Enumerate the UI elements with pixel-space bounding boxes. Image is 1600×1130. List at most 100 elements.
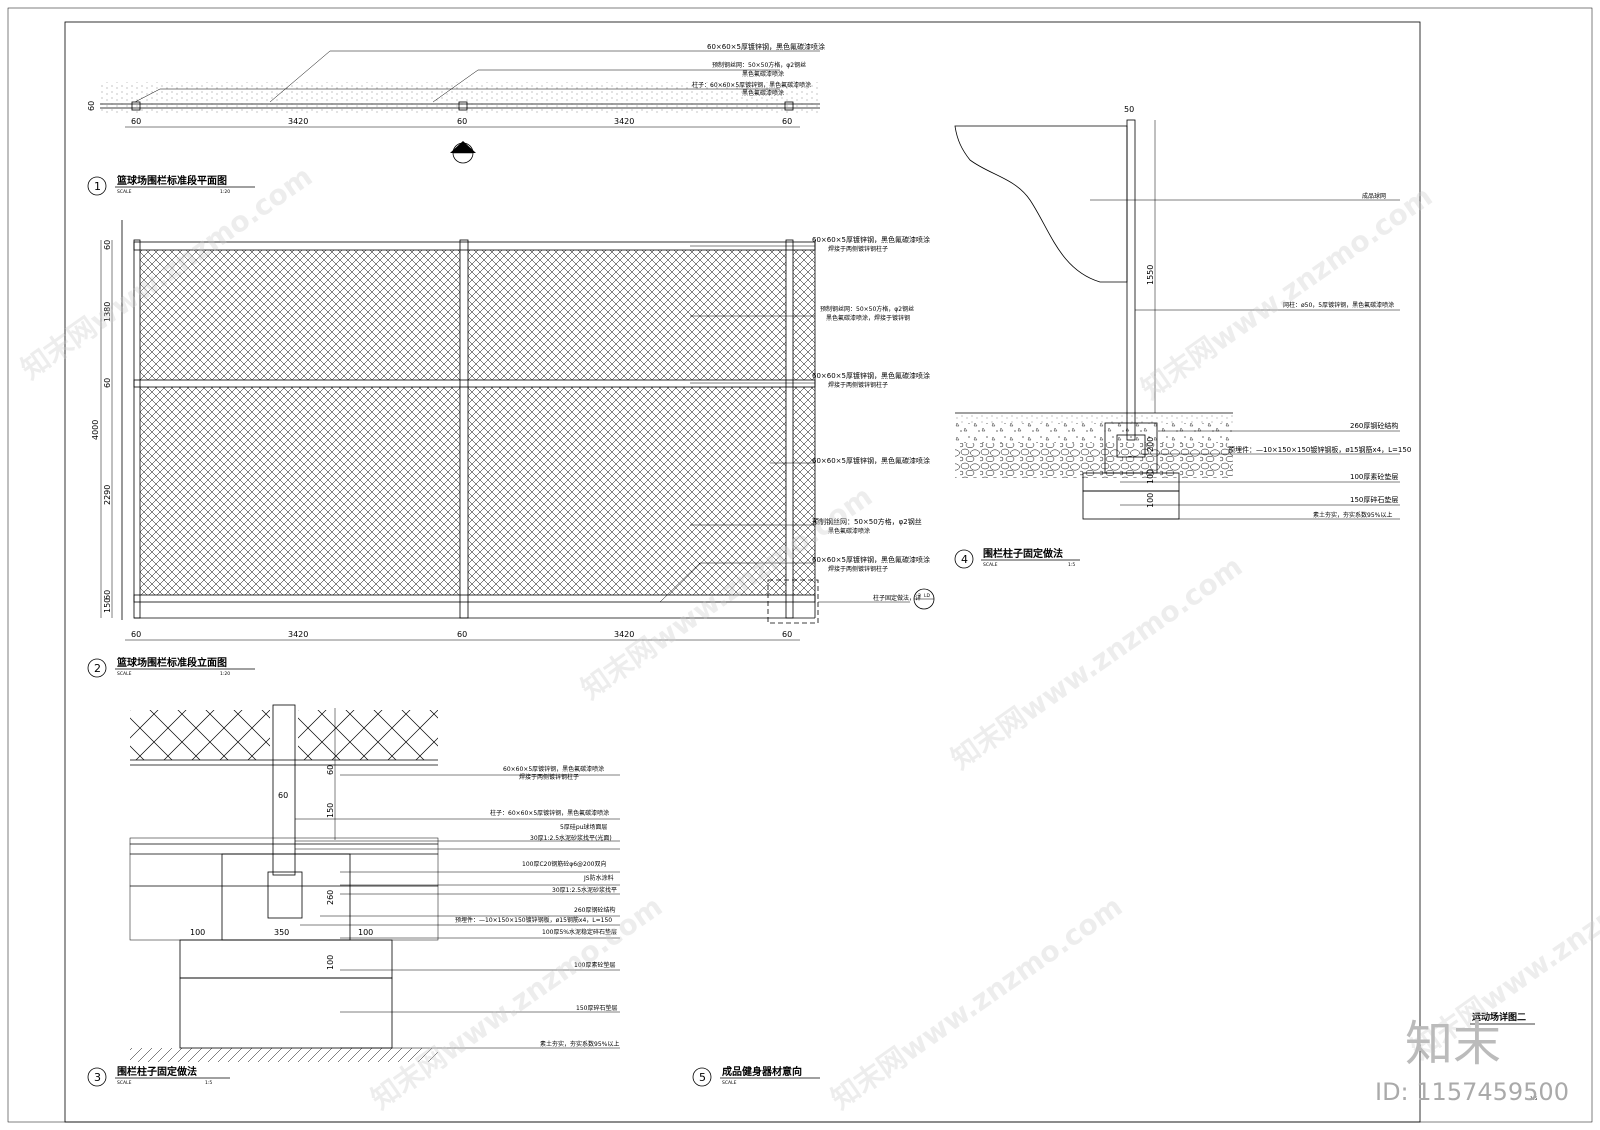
elevation-title-number: 2 bbox=[94, 662, 101, 675]
detail5-view: 5 成品健身器材意向 SCALE bbox=[692, 1065, 820, 1087]
sheet-inner-frame bbox=[64, 21, 1421, 1123]
detail3-title: 围栏柱子固定做法 bbox=[117, 1065, 197, 1078]
elevation-detail-marker: 3 LD bbox=[913, 588, 935, 610]
detail3-annotation-11: 100厚素砼垫层 bbox=[574, 961, 615, 969]
elevation-annotation-5-line-1: 焊接于两侧镀锌钢柱子 bbox=[828, 565, 888, 573]
plan-dim-4: 60 bbox=[782, 117, 792, 126]
plan-section-marker: 3 LD bbox=[450, 141, 476, 164]
detail4-annotation-2: 260厚钢砼结构 bbox=[1350, 421, 1398, 430]
detail3-annotation-4: 30厚1:2.5水泥砂浆找平(光面) bbox=[530, 834, 612, 842]
elevation-left-dim-5: 60 bbox=[103, 590, 112, 600]
plan-view: 60 60×60×5厚镀锌钢，黑色氟碳漆喷涂 预制钢丝网：50×50方格，φ2钢… bbox=[87, 42, 825, 196]
detail5-title-number: 5 bbox=[699, 1071, 706, 1084]
elevation-left-dim-2: 60 bbox=[103, 378, 112, 388]
detail3-annotation-6: JS防水涂料 bbox=[583, 874, 614, 882]
plan-side-dim: 60 bbox=[87, 101, 96, 111]
detail3-annotation-8: 260厚钢砼结构 bbox=[574, 906, 615, 914]
elevation-detail-note: 柱子固定做法，详 bbox=[873, 594, 921, 602]
elevation-annotation-0-line-1: 焊接于两侧镀锌钢柱子 bbox=[828, 245, 888, 253]
detail4-annotation-6: 素土夯实，夯实系数95%以上 bbox=[1313, 511, 1392, 519]
elevation-annotation-4-line-0: 预制钢丝网：50×50方格，φ2钢丝 bbox=[812, 517, 922, 526]
detail3-scale: 1:5 bbox=[205, 1080, 212, 1086]
elevation-total-height: 4000 bbox=[91, 420, 100, 440]
elevation-title: 篮球场围栏标准段立面图 bbox=[116, 656, 227, 669]
detail4-view: 成品球网 网柱：ø50，5厚镀锌钢，黑色氟碳漆喷涂 260厚钢砼结构 预埋件：—… bbox=[954, 105, 1411, 569]
detail4-dim-0: 50 bbox=[1124, 105, 1134, 114]
elevation-view: 柱子固定做法，详 3 LD 60×60×5厚镀锌钢，黑色氟碳漆喷涂 焊接于两侧镀… bbox=[87, 220, 935, 678]
elevation-title-number-circle bbox=[87, 658, 107, 678]
detail3-annotation-10: 100厚5%水泥稳定碎石垫层 bbox=[542, 928, 617, 936]
detail3-dim-2: 150 bbox=[326, 803, 335, 818]
detail3-dim-5: 350 bbox=[274, 928, 289, 937]
elevation-annotation-3-line-0: 60×60×5厚镀锌钢，黑色氟碳漆喷涂 bbox=[812, 456, 930, 465]
elevation-bottom-dim-3: 3420 bbox=[614, 630, 634, 639]
detail3-annotation-2: 柱子：60×60×5厚镀锌钢，黑色氟碳漆喷涂 bbox=[490, 809, 609, 817]
detail5-title: 成品健身器材意向 bbox=[722, 1065, 802, 1078]
elevation-scale-word: SCALE bbox=[117, 671, 132, 677]
detail3-title-number-circle bbox=[87, 1067, 107, 1087]
detail4-annotation-0: 成品球网 bbox=[1362, 192, 1386, 200]
detail3-annotation-9: 预埋件：—10×150×150镀锌钢板，ø15钢筋x4，L=150 bbox=[455, 916, 612, 924]
elevation-annotation-4-line-1: 黑色氟碳漆喷涂 bbox=[828, 527, 870, 535]
sheet-page: 1:5 bbox=[1530, 1096, 1537, 1102]
detail3-annotation-12: 150厚碎石垫层 bbox=[576, 1004, 617, 1012]
detail4-title-number: 4 bbox=[961, 553, 968, 566]
plan-annotation-0: 60×60×5厚镀锌钢，黑色氟碳漆喷涂 bbox=[707, 42, 825, 51]
svg-text:LD: LD bbox=[924, 593, 931, 599]
plan-dim-0: 60 bbox=[131, 117, 141, 126]
plan-scale: 1:20 bbox=[220, 189, 230, 195]
watermark-id: ID: 1157459500 bbox=[1375, 1078, 1569, 1106]
detail4-net bbox=[954, 125, 1128, 283]
plan-dim-1: 3420 bbox=[288, 117, 308, 126]
detail4-dim-1: 1550 bbox=[1146, 265, 1155, 285]
plan-title-number-circle bbox=[87, 176, 107, 196]
detail3-annotation-7: 30厚1:2.5水泥砂浆找平 bbox=[552, 886, 617, 894]
detail4-annotation-1: 网柱：ø50，5厚镀锌钢，黑色氟碳漆喷涂 bbox=[1283, 301, 1394, 309]
detail3-annotation-13: 素土夯实，夯实系数95%以上 bbox=[540, 1040, 619, 1048]
detail4-post bbox=[1126, 119, 1136, 441]
plan-annotation-1: 预制钢丝网：50×50方格，φ2钢丝 bbox=[712, 61, 806, 69]
detail3-scale-word: SCALE bbox=[117, 1080, 132, 1086]
elevation-bottom-dim-0: 60 bbox=[131, 630, 141, 639]
plan-annotation-3: 柱子：60×60×5厚镀锌钢，黑色氟碳漆喷涂 bbox=[692, 81, 811, 89]
elevation-left-dim-1: 1380 bbox=[103, 302, 112, 322]
detail4-dim-2: 200 bbox=[1146, 437, 1155, 452]
detail4-annotation-4: 100厚素砼垫层 bbox=[1350, 472, 1398, 481]
sheet-name: 运动场详图二 bbox=[1472, 1011, 1526, 1023]
detail3-dim-1: 60 bbox=[326, 765, 335, 775]
elevation-annotation-1-line-0: 预制钢丝网：50×50方格，φ2钢丝 bbox=[820, 305, 914, 313]
plan-title-number: 1 bbox=[94, 180, 101, 193]
detail4-title-number-circle bbox=[954, 549, 974, 569]
detail3-annotation-3: 5厚硅pu球场面层 bbox=[560, 823, 607, 831]
elevation-annotation-5-line-0: 60×60×5厚镀锌钢，黑色氟碳漆喷涂 bbox=[812, 555, 930, 564]
elevation-left-dim-3: 2290 bbox=[103, 485, 112, 505]
detail5-title-number-circle bbox=[692, 1067, 712, 1087]
detail3-dim-4: 100 bbox=[190, 928, 205, 937]
watermark-brand: 知末 bbox=[1405, 1016, 1501, 1072]
detail4-dim-4: 100 bbox=[1146, 493, 1155, 508]
plan-post-right bbox=[784, 101, 794, 111]
plan-annotation-4: 黑色氟碳漆喷涂 bbox=[742, 89, 784, 97]
detail3-dim-0: 60 bbox=[278, 791, 288, 800]
plan-annotation-2: 黑色氟碳漆喷涂 bbox=[742, 70, 784, 78]
detail4-scale: 1:5 bbox=[1068, 562, 1075, 568]
watermark-text-4: 知末网www.znzmo.com bbox=[1135, 180, 1438, 406]
detail3-dim-3: 260 bbox=[326, 890, 335, 905]
watermark-text-3: 知末网www.znzmo.com bbox=[945, 550, 1248, 776]
plan-post-middle bbox=[458, 101, 468, 111]
elevation-scale: 1:20 bbox=[220, 671, 230, 677]
plan-ground-strip bbox=[100, 82, 820, 114]
elevation-annotation-2-line-1: 焊接于两侧镀锌钢柱子 bbox=[828, 381, 888, 389]
elevation-bottom-dim-1: 3420 bbox=[288, 630, 308, 639]
elevation-annotation-2-line-0: 60×60×5厚镀锌钢，黑色氟碳漆喷涂 bbox=[812, 371, 930, 380]
elevation-post-middle bbox=[459, 239, 469, 619]
plan-title: 篮球场围栏标准段平面图 bbox=[116, 174, 227, 187]
detail4-dim-3: 100 bbox=[1146, 469, 1155, 484]
svg-text:LD: LD bbox=[463, 147, 470, 153]
elevation-bottom-dim-2: 60 bbox=[457, 630, 467, 639]
svg-text:3: 3 bbox=[457, 147, 460, 153]
detail5-scale-word: SCALE bbox=[722, 1080, 737, 1086]
elevation-bottom-dim-4: 60 bbox=[782, 630, 792, 639]
detail4-scale-word: SCALE bbox=[983, 562, 998, 568]
